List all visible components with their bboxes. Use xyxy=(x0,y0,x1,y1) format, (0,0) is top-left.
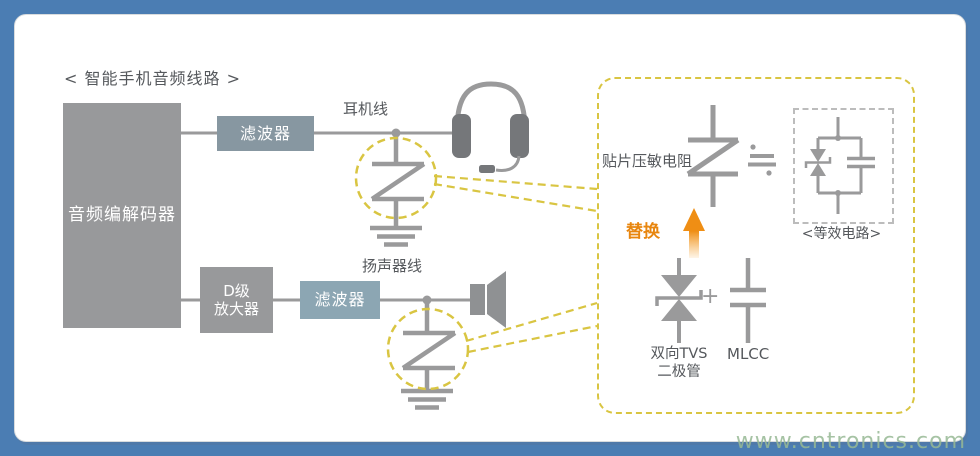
amp-label-line1: D级 xyxy=(223,282,250,300)
ground-symbol xyxy=(401,388,453,410)
ground-symbol xyxy=(370,225,422,247)
mlcc-label: MLCC xyxy=(727,345,770,363)
equivalent-circuit-label: <等效电路> xyxy=(801,226,882,242)
callout-dashed-box xyxy=(597,77,915,414)
amp-label-line2: 放大器 xyxy=(213,300,259,318)
mlcc-capacitor-symbol xyxy=(730,258,766,343)
chip-varistor-label: 贴片压敏电阻 xyxy=(602,152,693,170)
headphone-wire-label: 耳机线 xyxy=(343,100,389,118)
class-d-amp-block: D级 放大器 xyxy=(200,267,273,333)
audio-codec-label: 音频编解码器 xyxy=(68,205,176,226)
replace-label: 替换 xyxy=(626,222,660,242)
headset-icon xyxy=(452,81,529,173)
tvs-diode-symbol xyxy=(655,258,703,343)
class-d-amp-label: D级 放大器 xyxy=(214,282,259,318)
speaker-wire-label: 扬声器线 xyxy=(362,257,423,275)
tvs-label-line1: 双向TVS xyxy=(650,346,708,362)
equivalent-circuit-dashed-box xyxy=(793,108,894,224)
filter-label: 滤波器 xyxy=(239,123,291,143)
varistor-symbol xyxy=(370,133,426,227)
equivalent-circuit-symbol xyxy=(804,117,875,214)
filter-block-headphone: 滤波器 xyxy=(217,116,314,151)
plus-sign: + xyxy=(701,284,720,309)
filter-block-speaker: 滤波器 xyxy=(300,281,380,319)
approx-equal-symbol xyxy=(748,144,776,176)
speaker-icon xyxy=(470,271,506,328)
up-arrow-icon xyxy=(683,208,705,258)
tvs-diode-label: 双向TVS 二极管 xyxy=(644,345,714,381)
filter-label: 滤波器 xyxy=(314,290,366,310)
zoom-circle xyxy=(386,307,470,391)
diagram-title: < 智能手机音频线路 > xyxy=(64,69,241,88)
zoom-circle xyxy=(354,136,438,220)
callout-leader-lines xyxy=(433,174,598,354)
tvs-label-line2: 二极管 xyxy=(657,364,701,381)
varistor-symbol xyxy=(686,105,740,207)
site-watermark: www.cntronics.com xyxy=(735,429,966,454)
audio-codec-block: 音频编解码器 xyxy=(63,103,181,328)
varistor-symbol xyxy=(401,300,457,390)
